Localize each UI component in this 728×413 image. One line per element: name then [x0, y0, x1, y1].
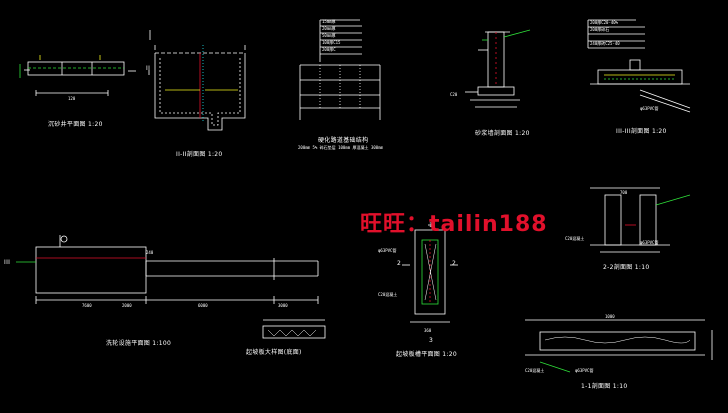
title-section-22: 2-2剖面图 1:10: [603, 264, 650, 271]
title-hardened-road: 硬化路道基础结构: [318, 137, 369, 144]
dim-1000: 1000: [605, 314, 615, 319]
marker-2-right: 2: [452, 260, 457, 267]
dim-360: 360: [424, 328, 432, 333]
layer-label-5: 200厚C: [322, 47, 336, 52]
marker-1: 1: [429, 222, 434, 229]
trench-pvc-label: φ63PVC管: [378, 248, 397, 253]
wash-facility-plan: [16, 235, 319, 304]
sec3-label-1: 200厚C20-40%: [590, 20, 619, 25]
trench-c20-label: C20混凝土: [378, 292, 398, 297]
sec11-c20-label: C20混凝土: [525, 368, 545, 373]
layer-label-3: 50mm厚: [322, 33, 336, 38]
sec3-label-4: φ63PVC管: [640, 106, 659, 111]
sec11-pvc-label: φ63PVC管: [575, 368, 594, 373]
section-ii: [148, 30, 246, 131]
sand-well-plan: [19, 55, 136, 96]
brick-c20-label: C20: [450, 92, 458, 97]
marker-3: 3: [429, 337, 434, 344]
sec3-label-3: 240厚砖C25-40: [590, 41, 620, 46]
sec3-label-2: 200厚碎石: [590, 27, 610, 32]
dim-7600: 7600: [82, 303, 92, 308]
title-wash-facility: 洗轮设施平面图 1:100: [106, 340, 172, 347]
layer-label-2: 20mm厚: [322, 26, 336, 31]
title-section-11: 1-1剖面图 1:10: [581, 383, 628, 390]
title-section-ii: II-II剖面图 1:20: [176, 151, 223, 158]
section-22: [590, 187, 691, 253]
dim-6000: 6000: [198, 303, 208, 308]
watermark-text: 旺旺：tailin188: [360, 212, 548, 237]
ramp-trench-plan: [402, 224, 458, 323]
sec22-pvc-label: φ63PVC管: [640, 240, 659, 245]
title-ramp-trench: 起坡板槽平面图 1:20: [396, 351, 457, 358]
marker-2-left: 2: [397, 260, 402, 267]
dim-2000: 2000: [122, 303, 132, 308]
title-sand-well-plan: 沉砂井平面图 1:20: [48, 121, 103, 128]
dim-120: 120: [68, 96, 76, 101]
section-iii: [587, 19, 691, 113]
brick-wall-section: [465, 29, 531, 108]
dim-700: 700: [620, 190, 628, 195]
marker-ii: II: [146, 65, 151, 72]
section-11: [525, 319, 713, 373]
title-brick-wall: 砂浆墙剖面图 1:20: [475, 130, 530, 137]
title-ramp-detail: 起坡板大样图(底面): [246, 349, 302, 356]
sec22-c20-label: C20混凝土: [565, 236, 585, 241]
dim-3000: 3000: [278, 303, 288, 308]
marker-iii: III: [4, 259, 11, 266]
hardened-road-section: [299, 19, 381, 120]
layer-label-4: 100厚C15: [322, 40, 341, 45]
dim-240: 240: [146, 250, 154, 255]
hardened-road-note: 200mm 5% 碎石垫层 100mm 厚混凝土 300mm: [298, 145, 383, 150]
ramp-detail: [262, 319, 326, 339]
layer-label-1: 15mm厚: [322, 19, 336, 24]
title-section-iii: III-III剖面图 1:20: [616, 128, 667, 135]
